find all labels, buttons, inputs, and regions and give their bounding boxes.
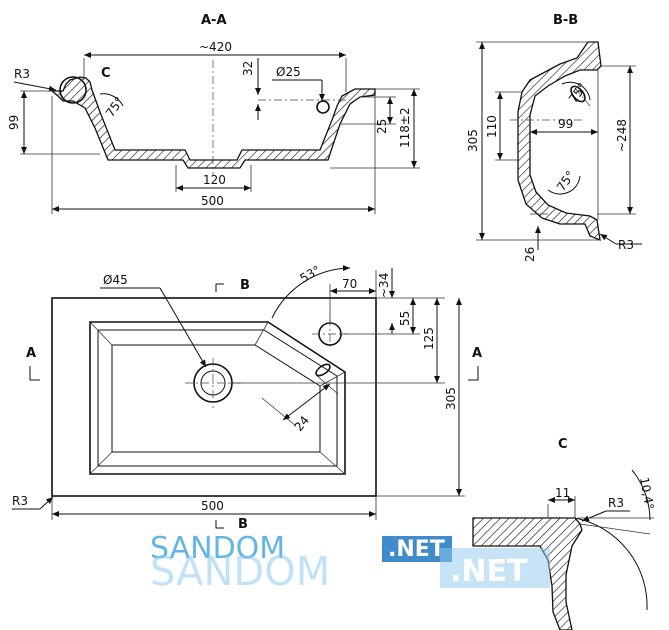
dim-aa-r3: R3	[14, 67, 30, 81]
detail-c-callout: C	[101, 66, 111, 81]
dim-c-r3: R3	[608, 496, 624, 510]
dim-top-500: 500	[201, 499, 224, 513]
dim-bb-r3: R3	[618, 238, 634, 252]
watermark-badge-2	[440, 548, 550, 588]
dim-aa-99: 99	[7, 115, 21, 130]
detail-c-circle	[59, 76, 87, 104]
dim-top-125: 125	[422, 327, 436, 350]
dim-top-55: 55	[398, 311, 412, 326]
watermark-suffix-2: .NET	[450, 554, 528, 589]
top-bowl-outer	[89, 321, 346, 475]
watermark: SANDOM .NET SANDOM .NET	[150, 531, 550, 595]
dim-top-53: 53°	[298, 263, 323, 286]
section-marker-a-right: A	[472, 346, 482, 361]
dim-top-34: ~34	[377, 273, 391, 298]
dim-aa-118: 118±2	[398, 107, 412, 148]
top-overflow-hole	[315, 363, 331, 377]
dim-aa-500: 500	[201, 194, 224, 208]
detail-c: C 11 R3 10,4°	[472, 437, 657, 630]
dim-aa-75: 75°	[103, 94, 127, 119]
dim-bb-99: 99	[558, 117, 573, 131]
watermark-text-2: SANDOM	[150, 549, 330, 595]
dim-aa-32: 32	[241, 61, 255, 76]
dim-bb-110: 110	[485, 115, 499, 138]
watermark-suffix-1: .NET	[388, 537, 445, 562]
section-bb: B-B 305 110 99 ~248 75° 75° 26	[466, 13, 642, 262]
dim-aa-420: ~420	[199, 40, 232, 54]
dim-bb-75-top: 75°	[566, 80, 590, 105]
section-marker-b-lower: B	[238, 517, 248, 532]
section-bb-title: B-B	[553, 13, 578, 28]
dim-bb-305: 305	[466, 129, 480, 152]
top-view: Ø45 B B 53° 70 ~34 55 125 305 24	[12, 263, 482, 532]
section-aa-title: A-A	[201, 13, 227, 28]
dim-c-104: 10,4°	[637, 476, 656, 511]
dim-bb-75-bottom: 75°	[554, 168, 578, 193]
section-aa-body	[50, 76, 376, 169]
dim-c-11: 11	[555, 486, 570, 500]
dim-aa-25: 25	[375, 119, 389, 134]
dim-top-24: 24	[292, 413, 313, 434]
dim-bb-248: ~248	[615, 119, 629, 152]
top-outline	[51, 297, 377, 497]
section-aa: A-A ~420 32 Ø25 R3 C 99 75°	[7, 13, 420, 214]
dim-bb-26: 26	[523, 247, 537, 262]
dim-aa-d25: Ø25	[276, 65, 301, 79]
dim-top-305: 305	[444, 387, 458, 410]
dim-top-r3: R3	[12, 494, 28, 508]
section-bb-body	[517, 41, 602, 242]
bb-overflow-hole	[570, 85, 586, 103]
dim-aa-120: 120	[203, 173, 226, 187]
dim-top-70: 70	[342, 277, 357, 291]
detail-c-title: C	[558, 437, 568, 452]
watermark-text-1: SANDOM	[150, 531, 285, 566]
section-marker-b-upper: B	[240, 278, 250, 293]
dim-top-d45: Ø45	[103, 273, 128, 287]
overflow-hole	[316, 100, 330, 114]
section-marker-a-left: A	[26, 346, 36, 361]
